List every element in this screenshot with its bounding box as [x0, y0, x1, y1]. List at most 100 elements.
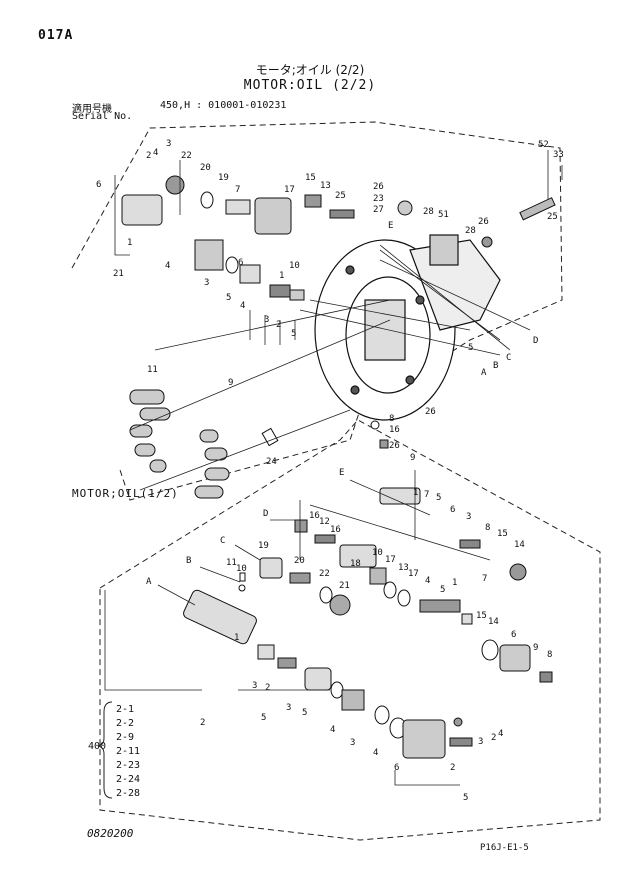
part-callout: 15 — [476, 611, 487, 621]
part-callout: 17 — [408, 569, 419, 579]
serial-label: Serial No. — [72, 111, 133, 122]
spring-set — [129, 389, 230, 499]
part-callout: 4 — [165, 261, 170, 271]
part-callout: C — [506, 353, 511, 363]
part-callout: 18 — [350, 559, 361, 569]
kit-item: 2-9 — [116, 732, 135, 743]
part-callout: 2 — [265, 683, 270, 693]
part-callout: E — [339, 468, 344, 478]
part-callout: 17 — [385, 555, 396, 565]
part-callout: 24 — [266, 457, 277, 467]
part-callout: 12 — [319, 517, 330, 527]
part-callout: 25 — [335, 191, 346, 201]
page-title-japanese: モータ;オイル (2/2) — [255, 63, 365, 77]
part-callout: 7 — [424, 490, 429, 500]
part-callout: 2 — [200, 718, 205, 728]
part-callout: 33 — [553, 150, 564, 160]
part-callout: 13 — [320, 181, 331, 191]
part-callout: 3 — [264, 315, 269, 325]
part-callout: 5 — [261, 713, 266, 723]
part-callout: 14 — [514, 540, 525, 550]
part-callout: 2 — [276, 320, 281, 330]
part-callout: 17 — [284, 185, 295, 195]
part-callout: 11 — [226, 558, 237, 568]
serial-range: 450,H : 010001-010231 — [160, 100, 287, 111]
kit-item: 2-11 — [116, 746, 141, 757]
part-callout: 8 — [485, 523, 490, 533]
kit-item: 2-1 — [116, 704, 135, 715]
part-callout: 1 — [234, 633, 239, 643]
part-callout: 5 — [436, 493, 441, 503]
part-callout: 52 — [538, 140, 549, 150]
part-callout: 3 — [204, 278, 209, 288]
kit-item: 2-24 — [116, 774, 141, 785]
upper-parts — [121, 175, 556, 449]
part-callout: 19 — [258, 541, 269, 551]
part-callout: 21 — [339, 581, 350, 591]
part-callout: 20 — [294, 556, 305, 566]
part-callout: 10 — [372, 548, 383, 558]
part-callout: 16 — [389, 425, 400, 435]
part-callout: 3 — [252, 681, 257, 691]
part-callout: 5 — [226, 293, 231, 303]
part-callout: 28 — [465, 226, 476, 236]
kit-item: 2-28 — [116, 788, 141, 799]
part-callout: B — [186, 556, 191, 566]
part-callout: 16 — [309, 511, 320, 521]
part-callout: 6 — [394, 763, 399, 773]
part-callout: 26 — [389, 441, 400, 451]
part-callout: 21 — [113, 269, 124, 279]
page-title: MOTOR:OIL (2/2) — [243, 78, 377, 93]
part-callout: 8 — [547, 650, 552, 660]
part-callout: 3 — [466, 512, 471, 522]
part-callout: D — [263, 509, 268, 519]
part-callout: 22 — [181, 151, 192, 161]
part-callout: 7 — [482, 574, 487, 584]
part-callout: 6 — [511, 630, 516, 640]
part-callout: 11 — [147, 365, 158, 375]
kit-quantity: 400 — [88, 741, 107, 752]
part-callout: 2 — [146, 151, 151, 161]
part-callout: 13 — [398, 563, 409, 573]
part-callout: 16 — [330, 525, 341, 535]
part-callout: 19 — [218, 173, 229, 183]
part-callout: 5 — [302, 708, 307, 718]
part-callout: 6 — [96, 180, 101, 190]
part-callout: 9 — [228, 378, 233, 388]
part-callout: 1 — [127, 238, 132, 248]
motor-housing — [314, 234, 501, 421]
part-callout: 9 — [410, 453, 415, 463]
part-callout: 15 — [497, 529, 508, 539]
part-callout: 9 — [533, 643, 538, 653]
part-callout: 25 — [547, 212, 558, 222]
lower-parts — [183, 487, 553, 759]
part-callout: 6 — [238, 258, 243, 268]
part-callout: 27 — [373, 205, 384, 215]
part-callout: 1 — [279, 271, 284, 281]
part-callout: 26 — [425, 407, 436, 417]
part-callout: 4 — [330, 725, 335, 735]
part-callout: 10 — [289, 261, 300, 271]
cross-reference-label[interactable]: MOTOR;OIL(1/2) — [72, 487, 179, 500]
part-callout: 26 — [478, 217, 489, 227]
part-callout: 7 — [235, 185, 240, 195]
part-callout: 1 — [452, 578, 457, 588]
part-callout: 23 — [373, 194, 384, 204]
part-callout: 22 — [319, 569, 330, 579]
part-callout: 2 — [450, 763, 455, 773]
part-callout: 15 — [305, 173, 316, 183]
sheet-code: P16J-E1-5 — [480, 843, 529, 853]
part-callout: 10 — [236, 564, 247, 574]
serial-label-japanese: 適用号機 — [72, 104, 112, 115]
part-callout: B — [493, 361, 498, 371]
part-callout: 14 — [488, 617, 499, 627]
part-callout: 4 — [240, 301, 245, 311]
part-callout: D — [533, 336, 538, 346]
part-callout: 5 — [468, 343, 473, 353]
part-callout: 5 — [463, 793, 468, 803]
part-callout: 4 — [153, 148, 158, 158]
kit-item: 2-2 — [116, 718, 135, 729]
page-id: 017A — [38, 28, 74, 43]
